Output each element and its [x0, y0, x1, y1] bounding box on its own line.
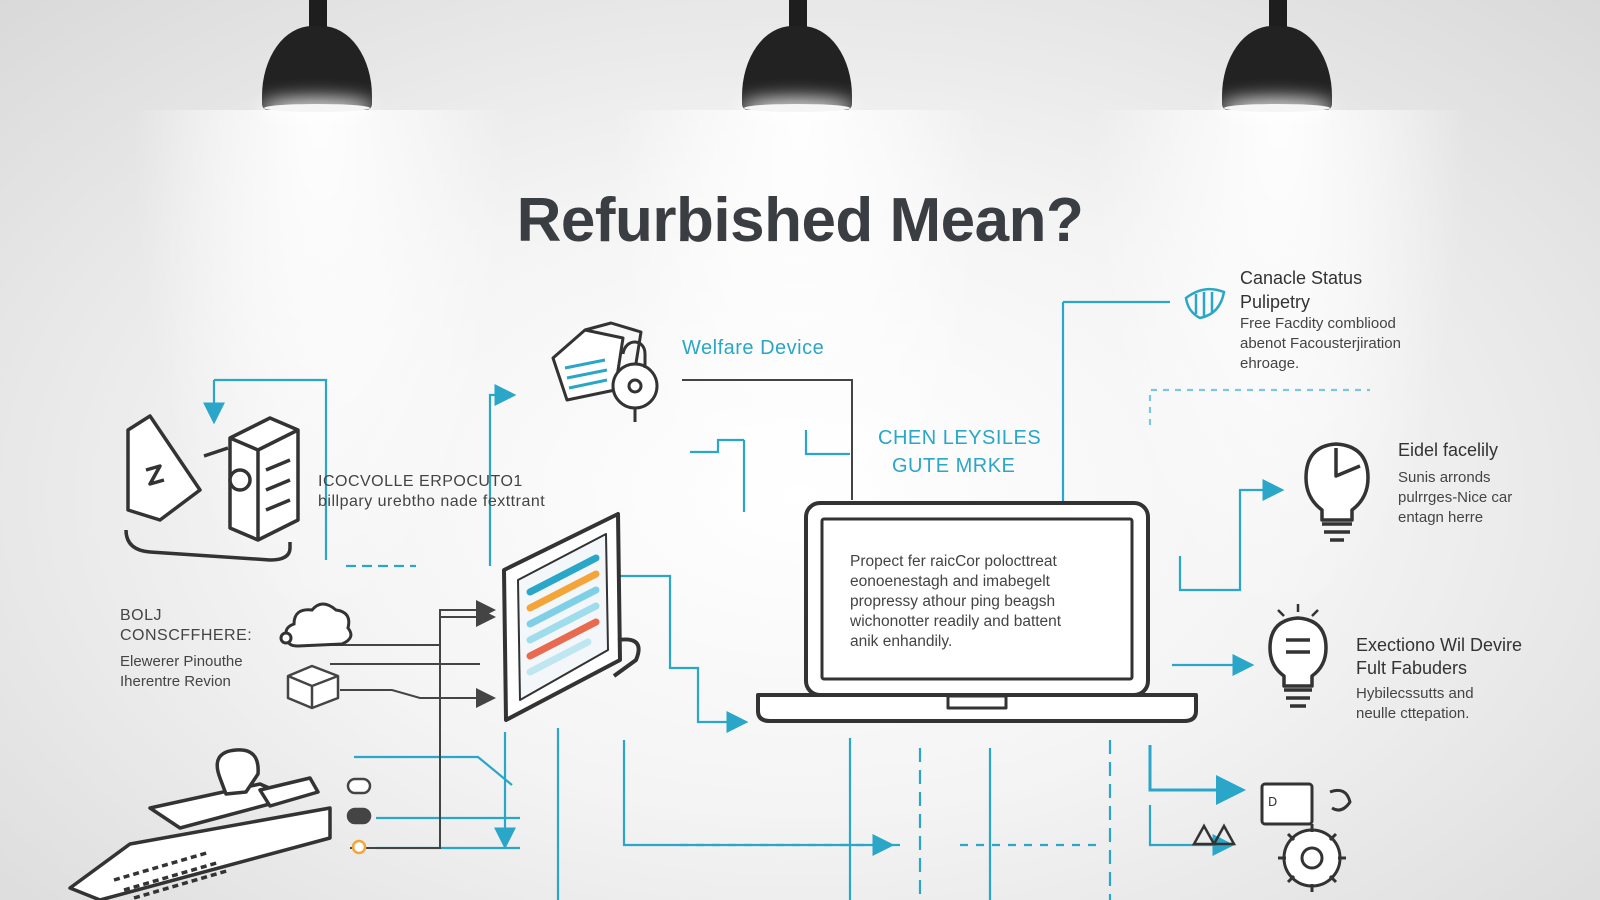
- status-heading-line: Pulipetry: [1240, 292, 1311, 312]
- left-mid-body: Elewerer Pinouthe Iherentre Revion: [120, 652, 243, 692]
- execution-heading: Exectiono Wil Devire Fult Fabuders: [1356, 634, 1522, 680]
- ceiling-lamp-right: [1222, 0, 1332, 120]
- bulb-body: Sunis arronds pulrrges-Nice car entagn h…: [1398, 468, 1512, 528]
- laptop-screen-line: Propect fer raicCor polocttreat: [850, 553, 1057, 570]
- left-mid-heading-line: BOLJ: [120, 607, 163, 624]
- monitor-icon: [502, 512, 641, 722]
- server-building-icon: [124, 414, 300, 562]
- left-mid-body-line: Elewerer Pinouthe: [120, 653, 243, 670]
- triangle-marks-icon: [1191, 823, 1237, 846]
- lightbulb-icon: [1304, 442, 1370, 542]
- laptop-screen-line: eonoenestagh and imabegelt: [850, 573, 1050, 590]
- execution-body: Hybilecssutts and neulle cttepation.: [1356, 684, 1474, 724]
- cyan-connectors: [203, 300, 1370, 900]
- ceiling-lamp-center: [742, 0, 852, 120]
- lightbulb-gear-icon: [1268, 604, 1328, 708]
- laptop-screen-line: anik enhandily.: [850, 633, 953, 650]
- ceiling-lamp-left: [262, 0, 372, 120]
- laptop-screen-line: wichonotter readily and battent: [850, 613, 1062, 630]
- execution-body-line: Hybilecssutts and: [1356, 685, 1474, 702]
- welfare-device-label: Welfare Device: [682, 337, 825, 359]
- bulb-body-line: Sunis arronds: [1398, 469, 1491, 486]
- status-heading: Canacle Status Pulipetry: [1240, 266, 1362, 314]
- dark-connectors: [330, 379, 853, 849]
- laptop-screen-line: propressy athour ping beagsh: [850, 593, 1056, 610]
- center-label-line: GUTE MRKE: [892, 455, 1016, 477]
- svg-text:D: D: [1268, 795, 1277, 809]
- bulb-body-line: entagn herre: [1398, 509, 1484, 526]
- shield-icon: [1184, 287, 1226, 320]
- laptop-icon: [756, 501, 1198, 723]
- left-mid-heading-line: CONSCFFHERE:: [120, 627, 253, 644]
- center-label: CHEN LEYSILES GUTE MRKE: [878, 424, 1041, 480]
- typewriter-icon: [68, 748, 332, 900]
- left-mid-body-line: Iherentre Revion: [120, 673, 231, 690]
- left-top-text: ICOCVOLLE ERPOCUTO1 billpary urebtho nad…: [318, 472, 545, 512]
- execution-heading-line: Exectiono Wil Devire: [1356, 635, 1523, 655]
- center-label-line: CHEN LEYSILES: [878, 427, 1042, 449]
- folder-stack-icon: [551, 321, 659, 422]
- execution-body-line: neulle cttepation.: [1356, 705, 1470, 722]
- toggle-icons: [346, 777, 372, 855]
- left-top-body: billpary urebtho nade fexttrant: [318, 493, 546, 510]
- laptop-screen-text: Propect fer raicCor polocttreat eonoenes…: [850, 552, 1061, 652]
- execution-heading-line: Fult Fabuders: [1356, 658, 1468, 678]
- status-heading-line: Canacle Status: [1240, 268, 1363, 288]
- status-body: Free Facdity combliood abenot Facousterj…: [1240, 314, 1401, 374]
- status-body-line: ehroage.: [1240, 355, 1300, 372]
- page-title: Refurbished Mean?: [516, 186, 1084, 255]
- box-icon: [286, 664, 340, 710]
- status-body-line: Free Facdity combliood: [1240, 315, 1396, 332]
- gear-cluster-icon: D: [1260, 782, 1352, 892]
- bulb-body-line: pulrrges-Nice car: [1398, 489, 1513, 506]
- left-mid-heading: BOLJ CONSCFFHERE:: [120, 606, 252, 646]
- left-top-heading: ICOCVOLLE ERPOCUTO1: [318, 473, 523, 490]
- cloud-icon: [279, 602, 353, 648]
- status-body-line: abenot Facousterjiration: [1240, 335, 1401, 352]
- bulb-heading: Eidel facelily: [1398, 440, 1499, 460]
